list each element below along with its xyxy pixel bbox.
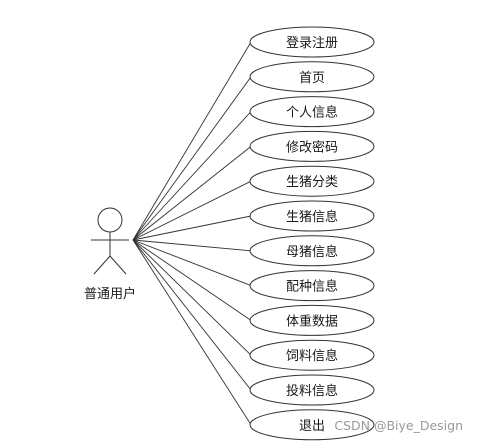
use-case: 修改密码 <box>249 130 375 162</box>
association-line <box>132 146 252 241</box>
association-line <box>132 111 252 241</box>
association-line <box>132 239 252 287</box>
use-case-label: 退出 <box>299 419 325 434</box>
use-case: 生猪分类 <box>249 165 375 197</box>
use-case: 首页 <box>249 61 375 93</box>
use-case-label: 个人信息 <box>286 105 338 121</box>
use-case-ellipse <box>249 339 375 371</box>
use-case: 退出 <box>249 409 375 441</box>
actor-label: 普通用户 <box>84 286 136 302</box>
use-case-ellipse <box>249 304 375 336</box>
watermark-text: CSDN @Biye_Design <box>334 418 463 433</box>
use-case-ellipse <box>249 235 375 267</box>
use-case: 体重数据 <box>249 304 375 336</box>
use-case-ellipse <box>249 130 375 162</box>
use-case-ellipse <box>249 409 375 441</box>
use-case-label: 配种信息 <box>286 279 338 295</box>
use-case: 饲料信息 <box>249 339 375 371</box>
association-line <box>132 41 252 241</box>
use-case-ellipse <box>249 374 375 406</box>
association-line <box>132 239 252 356</box>
use-case-list: 登录注册首页个人信息修改密码生猪分类生猪信息母猪信息配种信息体重数据饲料信息投料… <box>249 26 375 441</box>
actor-right-leg <box>109 255 127 275</box>
association-line <box>132 76 252 241</box>
use-case-label: 饲料信息 <box>286 348 338 364</box>
association-line <box>132 239 252 391</box>
use-case-ellipse <box>249 61 375 93</box>
association-line <box>132 239 252 252</box>
use-case-label: 母猪信息 <box>286 244 338 260</box>
use-case-label: 体重数据 <box>286 313 338 329</box>
association-line <box>132 239 252 321</box>
use-case-ellipse <box>249 200 375 232</box>
actor-head <box>97 207 123 233</box>
association-lines <box>132 41 252 426</box>
association-line <box>132 239 252 426</box>
use-case-label: 投料信息 <box>286 383 338 399</box>
use-case-ellipse <box>249 96 375 128</box>
use-case-ellipse <box>249 270 375 302</box>
use-case: 登录注册 <box>249 26 375 58</box>
use-case: 个人信息 <box>249 96 375 128</box>
association-line <box>132 180 252 241</box>
use-case-label: 修改密码 <box>286 139 338 155</box>
use-case: 生猪信息 <box>249 200 375 232</box>
use-case: 母猪信息 <box>249 235 375 267</box>
use-case-ellipse <box>249 165 375 197</box>
use-case-label: 生猪信息 <box>286 209 338 225</box>
use-case: 配种信息 <box>249 270 375 302</box>
use-case-ellipse <box>249 26 375 58</box>
actor-left-leg <box>93 255 111 275</box>
use-case-label: 首页 <box>299 71 325 86</box>
use-case: 投料信息 <box>249 374 375 406</box>
use-case-label: 登录注册 <box>286 36 338 51</box>
actor-stick-figure: 普通用户 <box>84 207 136 302</box>
use-case-label: 生猪分类 <box>286 175 338 190</box>
association-line <box>132 215 252 241</box>
